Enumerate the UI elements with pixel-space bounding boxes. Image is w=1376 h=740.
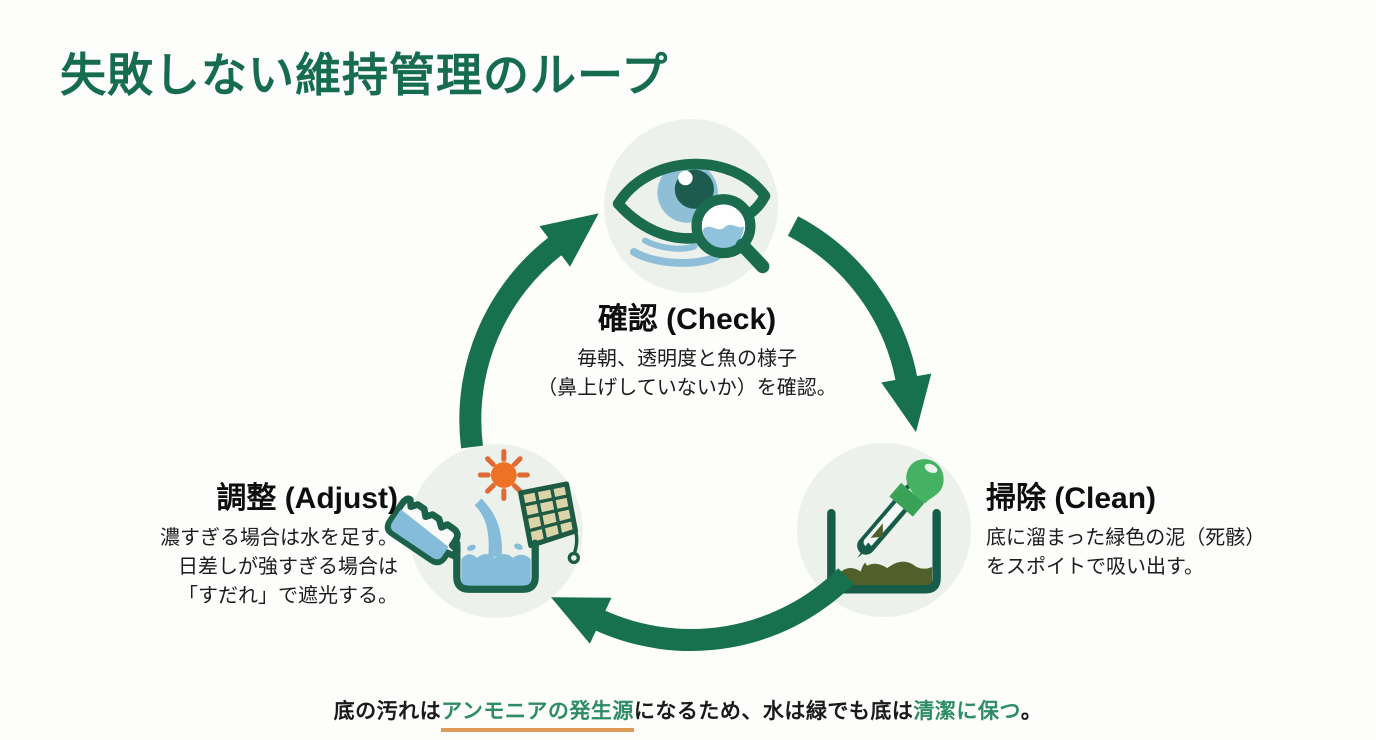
- adjust-step-text: 調整 (Adjust) 濃すぎる場合は水を足す。 日差しが強すぎる場合は 「すだ…: [38, 482, 398, 611]
- note-highlight-ammonia: アンモニアの発生源: [441, 695, 634, 732]
- bottom-note: 底の汚れはアンモニアの発生源になるため、水は緑でも底は清潔に保つ。: [0, 695, 1376, 732]
- sun-glyph: [477, 448, 530, 502]
- check-desc-line: （鼻上げしていないか）を確認。: [537, 377, 837, 399]
- adjust-desc-line: 日差しが強すぎる場合は: [178, 556, 398, 578]
- clean-step-text: 掃除 (Clean) 底に溜まった緑色の泥（死骸） をスポイトで吸い出す。: [986, 482, 1336, 582]
- check-step-label: 確認 (Check): [597, 303, 777, 336]
- note-suffix: 。: [1020, 700, 1043, 723]
- check-step-circle: [604, 119, 778, 293]
- page-title: 失敗しない維持管理のループ: [60, 49, 669, 101]
- water-sun-shade-icon: [384, 448, 580, 593]
- pipette-sediment-icon: [827, 459, 944, 594]
- clean-step-circle: [797, 443, 971, 617]
- note-middle: になるため、水は緑でも底は: [633, 700, 914, 723]
- clean-desc-line: 底に溜まった緑色の泥（死骸）: [986, 527, 1266, 549]
- clean-step-description: 底に溜まった緑色の泥（死骸） をスポイトで吸い出す。: [986, 524, 1336, 582]
- check-desc-line: 毎朝、透明度と魚の様子: [577, 348, 797, 370]
- adjust-desc-line: 「すだれ」で遮光する。: [178, 585, 398, 607]
- bottle-glyph: [384, 495, 461, 566]
- note-prefix: 底の汚れは: [333, 700, 442, 723]
- check-step-text: 確認 (Check) 毎朝、透明度と魚の様子 （鼻上げしていないか）を確認。: [437, 303, 937, 403]
- adjust-desc-line: 濃すぎる場合は水を足す。: [160, 527, 398, 549]
- note-highlight-clean: 清潔に保つ: [913, 700, 1021, 723]
- clean-desc-line: をスポイトで吸い出す。: [986, 556, 1204, 578]
- check-step-description: 毎朝、透明度と魚の様子 （鼻上げしていないか）を確認。: [437, 345, 937, 403]
- adjust-step-circle: [384, 444, 583, 618]
- adjust-step-label: 調整 (Adjust): [216, 482, 398, 515]
- eye-magnifier-icon: [612, 158, 771, 274]
- adjust-step-description: 濃すぎる場合は水を足す。 日差しが強すぎる場合は 「すだれ」で遮光する。: [38, 524, 398, 611]
- clean-step-label: 掃除 (Clean): [986, 482, 1157, 515]
- reed-screen-glyph: [518, 481, 580, 565]
